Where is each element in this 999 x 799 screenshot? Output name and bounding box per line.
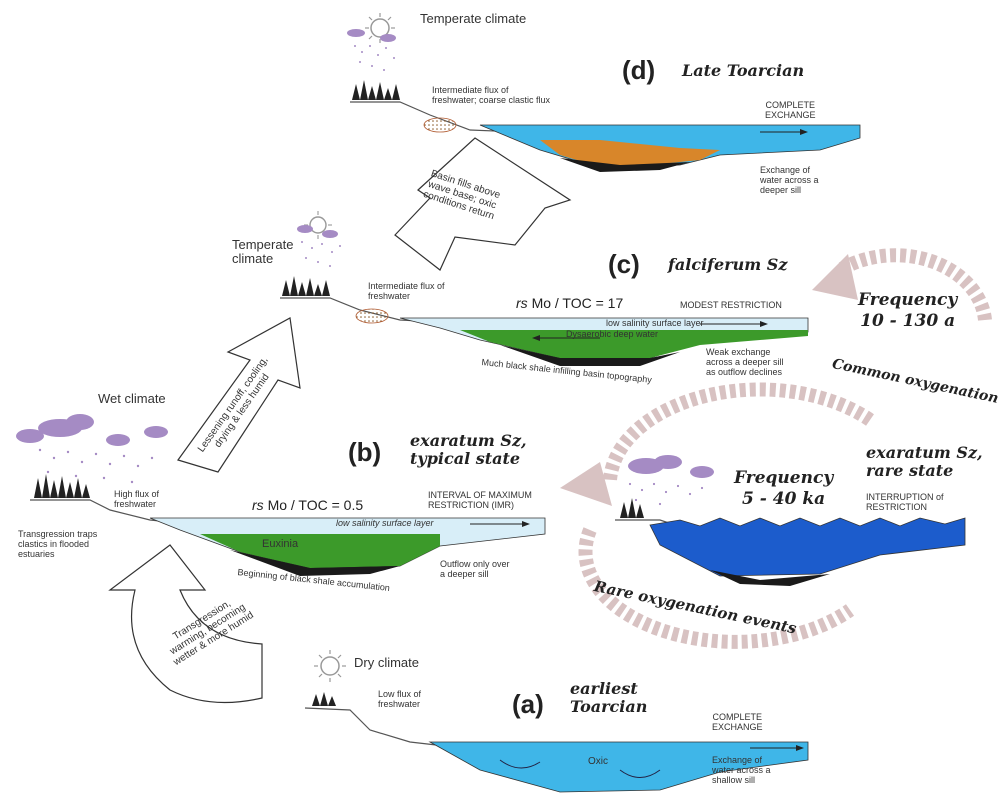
- panel-c-restriction: MODEST RESTRICTION: [680, 300, 782, 310]
- panel-d-flux: Intermediate flux of freshwater; coarse …: [432, 86, 550, 106]
- panel-d-basin: [347, 13, 860, 172]
- panel-c-surface-layer: low salinity surface layer: [606, 319, 704, 329]
- panel-d-climate: Temperate climate: [420, 12, 526, 26]
- panel-c-letter: (c): [608, 250, 640, 279]
- panel-b-flux: High flux of freshwater: [114, 490, 159, 510]
- tree-icon: [312, 692, 336, 706]
- cloud-icon: [628, 455, 714, 478]
- tree-icon: [352, 80, 400, 100]
- panel-c-ratio: rs Mo / TOC = 17: [516, 296, 623, 311]
- tree-icon: [620, 498, 644, 518]
- tree-icon: [34, 474, 90, 498]
- rain-icon: [39, 449, 153, 483]
- panel-b-restriction: INTERVAL OF MAXIMUM RESTRICTION (IMR): [428, 490, 532, 511]
- panel-c-climate: Temperate climate: [232, 238, 293, 267]
- panel-b-euxinia: Euxinia: [262, 538, 298, 550]
- panel-a-title: earliest Toarcian: [570, 680, 647, 717]
- cloud-icon: [16, 414, 168, 446]
- panel-d-sill: Exchange of water across a deeper sill: [760, 166, 819, 196]
- panel-a-exchange: COMPLETE EXCHANGE: [712, 712, 763, 733]
- panel-b-surface-layer: low salinity surface layer: [336, 519, 434, 529]
- panel-c-deep-water: Dysaerobic deep water: [566, 330, 658, 340]
- panel-a-flux: Low flux of freshwater: [378, 690, 421, 710]
- tree-icon: [282, 276, 330, 296]
- panel-c-basin: [280, 211, 808, 366]
- panel-a-climate: Dry climate: [354, 656, 419, 670]
- rare-frequency-label: Frequency 5 - 40 ka: [734, 468, 833, 511]
- panel-c-title: falciferum Sz: [668, 256, 787, 274]
- panel-b-climate: Wet climate: [98, 392, 166, 406]
- panel-b-outflow: Outflow only over a deeper sill: [440, 560, 510, 580]
- panel-b-letter: (b): [348, 438, 381, 467]
- panel-c-flux: Intermediate flux of freshwater: [368, 282, 445, 302]
- panel-d-exchange: COMPLETE EXCHANGE: [765, 100, 816, 121]
- rain-icon: [301, 241, 341, 267]
- panel-c-sill: Weak exchange across a deeper sill as ou…: [706, 348, 784, 378]
- panel-d-letter: (d): [622, 56, 655, 85]
- panel-b-title: exaratum Sz, typical state: [410, 432, 527, 469]
- panel-b-transgression-note: Transgression traps clastics in flooded …: [18, 530, 97, 560]
- panel-b-ratio: rs Mo / TOC = 0.5: [252, 498, 363, 513]
- rain-icon: [354, 45, 395, 71]
- common-frequency-label: Frequency 10 - 130 a: [858, 290, 957, 333]
- panel-rare-title: exaratum Sz, rare state: [866, 444, 983, 481]
- panel-a-letter: (a): [512, 690, 544, 719]
- panel-rare-interruption: INTERRUPTION of RESTRICTION: [866, 492, 944, 513]
- rain-icon: [629, 483, 703, 505]
- panel-a-oxic: Oxic: [588, 756, 608, 767]
- panel-d-title: Late Toarcian: [682, 62, 804, 80]
- panel-a-sill: Exchange of water across a shallow sill: [712, 756, 771, 786]
- sun-icon: [314, 650, 346, 682]
